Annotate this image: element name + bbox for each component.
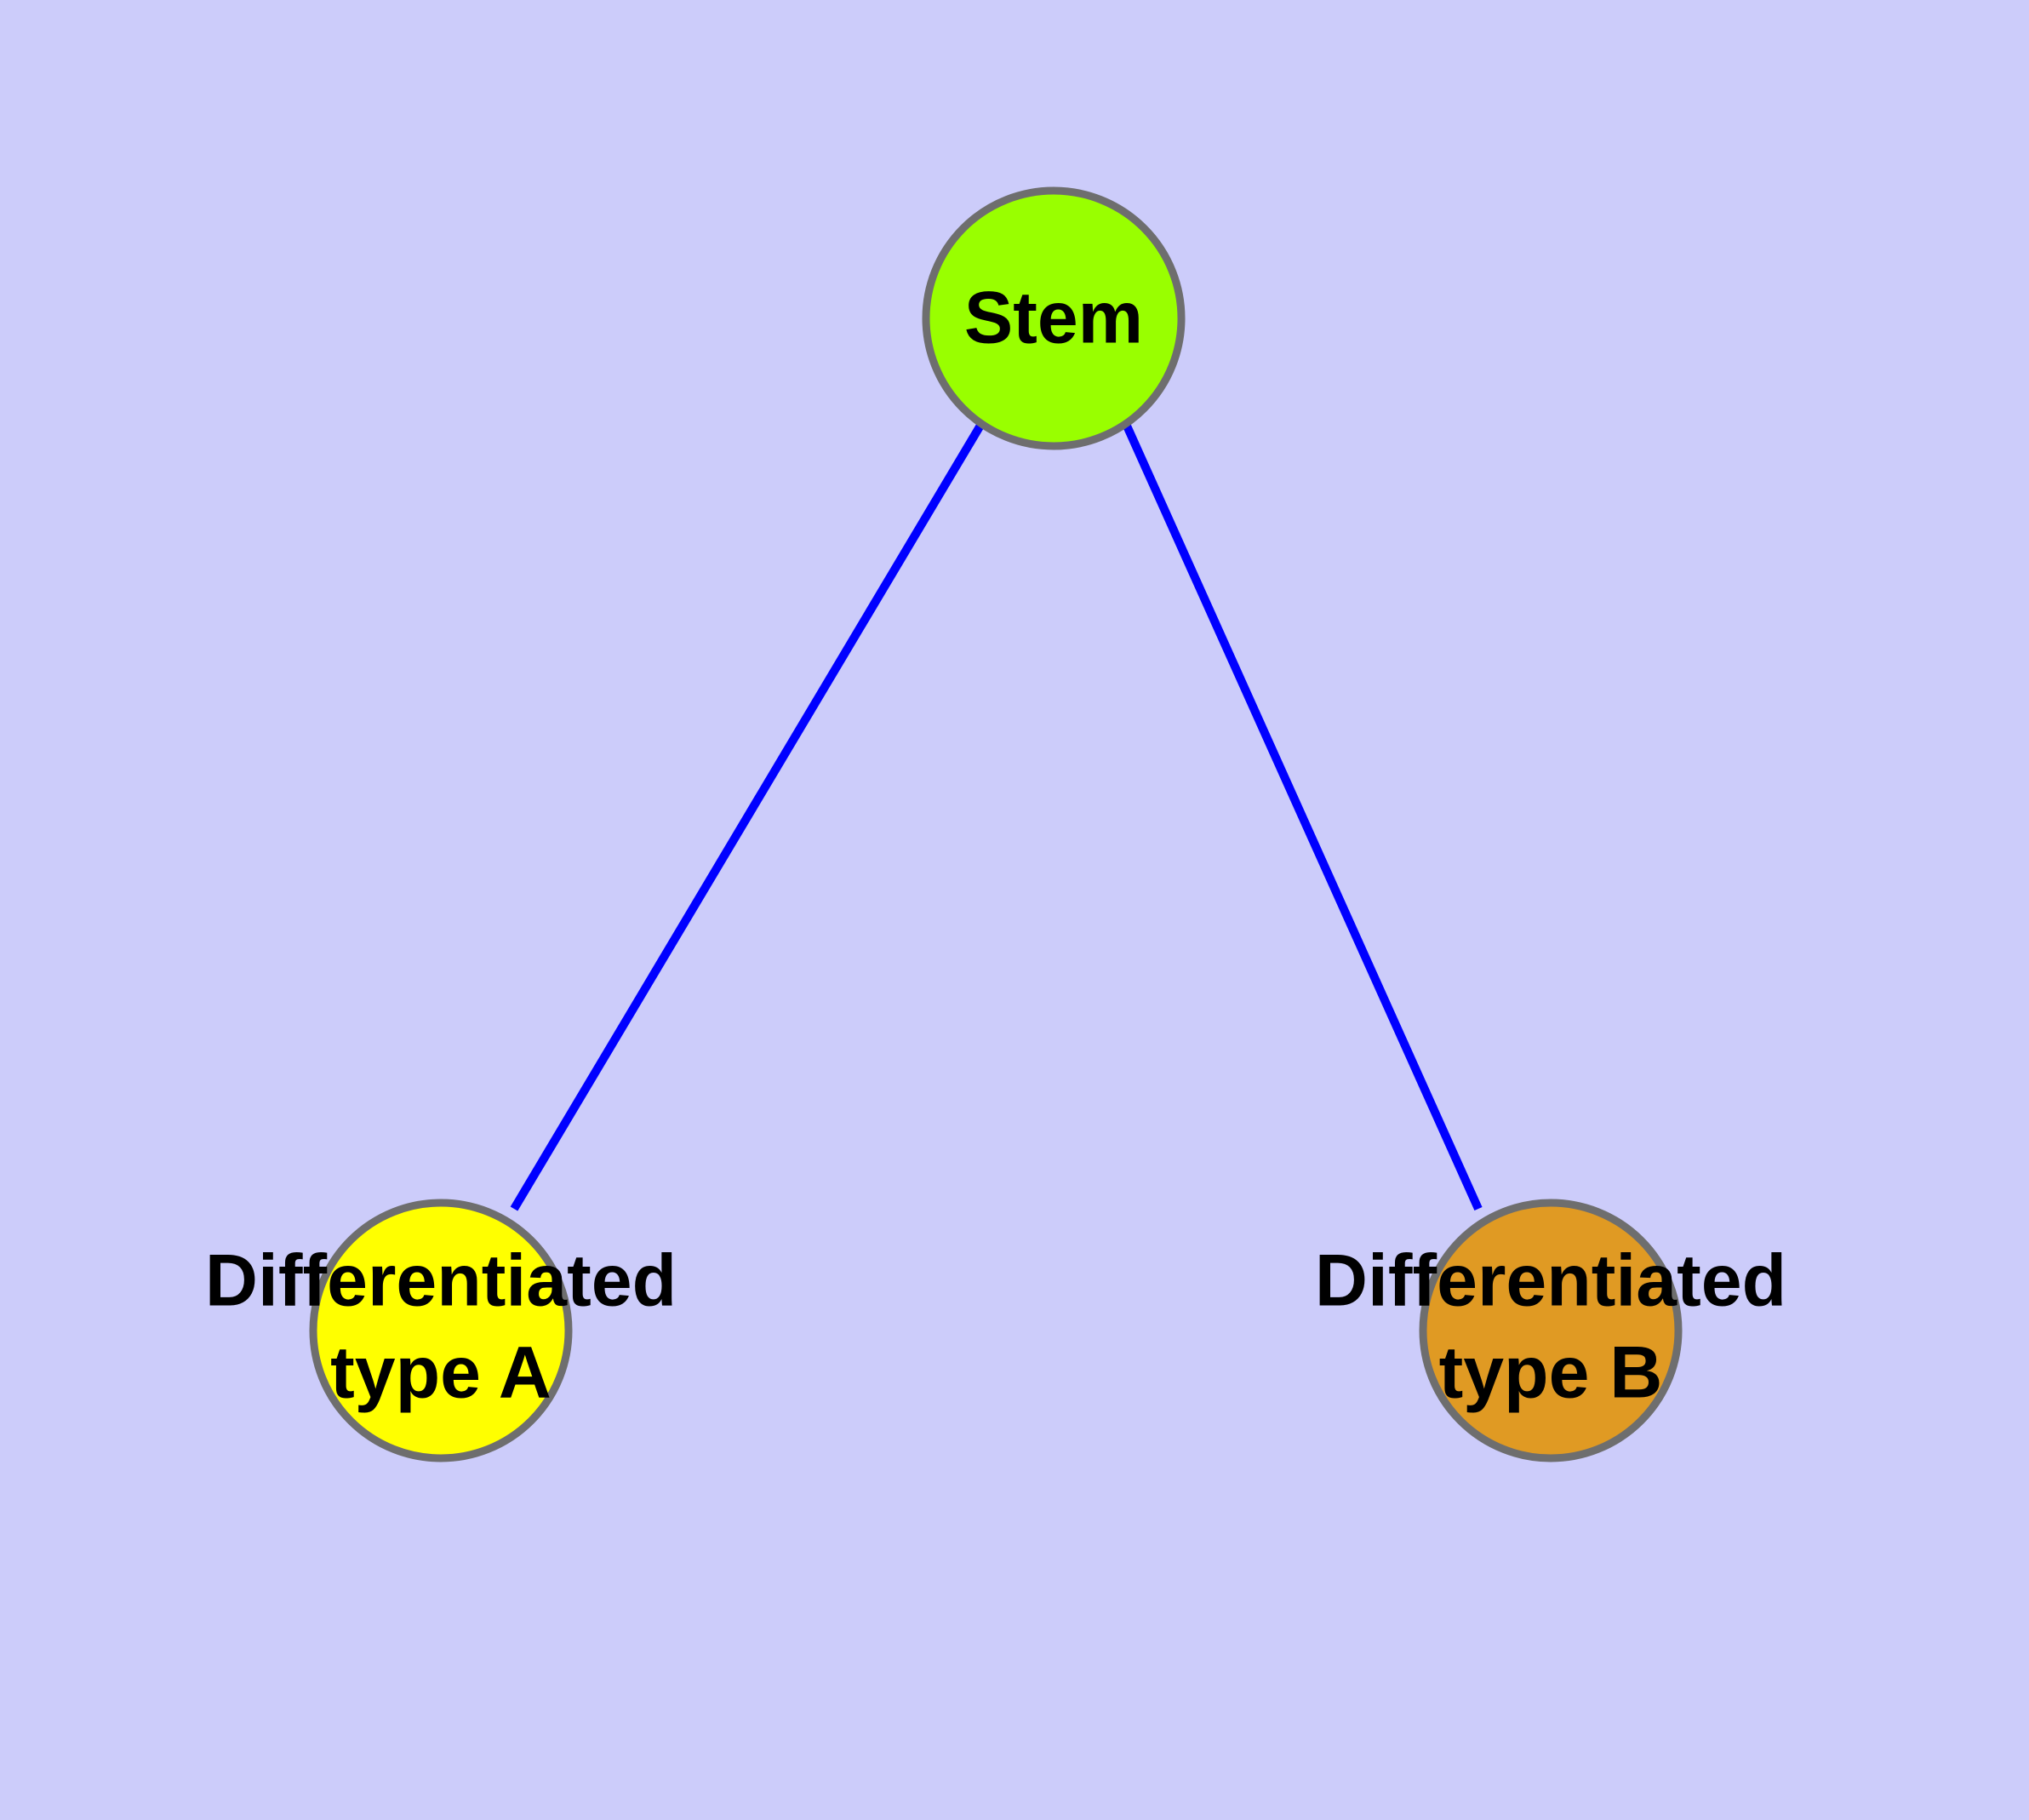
- node-diff-a[interactable]: [309, 1199, 573, 1462]
- edge-stem-to-diff-a[interactable]: [510, 421, 986, 1211]
- node-diff-b[interactable]: [1419, 1199, 1683, 1462]
- node-label-group: Stem Differentiated type A Differentiate…: [205, 278, 1786, 1414]
- edge-stem-to-diff-b[interactable]: [1122, 421, 1483, 1211]
- node-label-diff-a-line2: type A: [330, 1332, 552, 1414]
- node-group: [309, 186, 1683, 1462]
- node-label-diff-b-line2: type B: [1439, 1332, 1663, 1414]
- node-label-diff-a-line1: Differentiated: [205, 1240, 677, 1322]
- node-label-stem: Stem: [964, 278, 1143, 359]
- edge-group: [510, 421, 1483, 1211]
- node-stem[interactable]: [922, 186, 1186, 450]
- node-label-diff-b-line1: Differentiated: [1315, 1240, 1786, 1322]
